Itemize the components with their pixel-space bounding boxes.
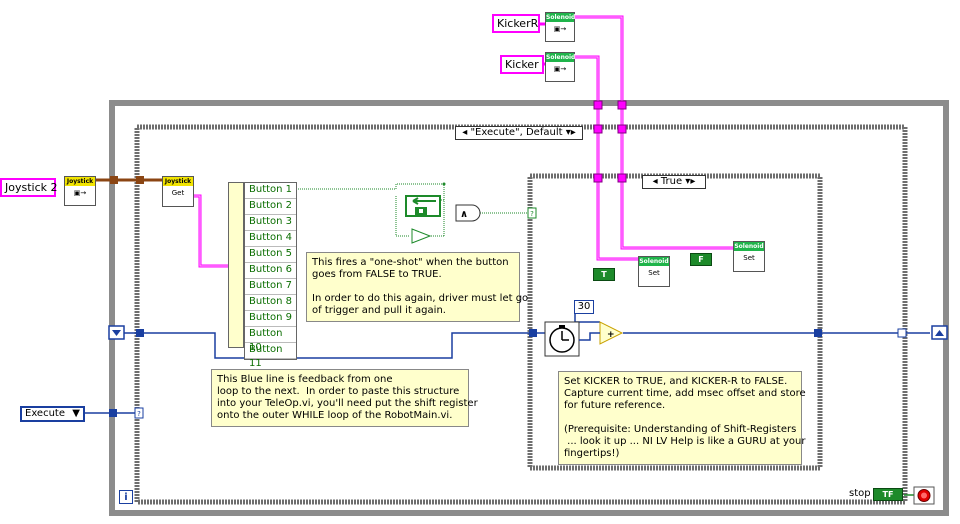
note-line: goes from FALSE to TRUE. — [312, 269, 442, 280]
refnum-tunnel — [593, 124, 603, 134]
shift-register-left — [108, 325, 125, 340]
false-constant[interactable]: F — [690, 253, 712, 266]
execute-value: Execute — [25, 408, 65, 419]
execute-enum-control[interactable]: Execute ▼ — [20, 406, 85, 422]
true-constant[interactable]: T — [593, 268, 615, 281]
dropdown-arrow-icon: ▾▸ — [565, 127, 576, 138]
solenoid-header: Solenoid — [734, 242, 764, 251]
solenoid-set-node-kicker[interactable]: Solenoid Set — [638, 256, 670, 287]
stop-tf-label: TF — [882, 490, 894, 499]
solenoid-refnum-node-kicker[interactable]: Solenoid ▣→ — [545, 52, 575, 82]
timer-icon — [544, 321, 580, 357]
note-line: fingertips!) — [564, 448, 620, 459]
refnum-tunnel — [617, 173, 627, 183]
joystick-header: Joystick — [65, 177, 95, 186]
refnum-tunnel — [593, 173, 603, 183]
svg-text:∧: ∧ — [460, 209, 468, 220]
note-line — [312, 281, 514, 293]
not-gate — [411, 228, 432, 244]
button-element-3: Button 3 — [245, 215, 296, 231]
note-line: ... look it up ... NI LV Help is like a … — [564, 436, 806, 447]
note-line: into your TeleOp.vi, you'll need put the… — [217, 398, 478, 409]
joystick-refnum-node[interactable]: Joystick ▣→ — [64, 176, 96, 206]
solenoid-header: Solenoid — [639, 257, 669, 266]
refnum-tunnel — [593, 100, 603, 110]
joystick-get-label: Get — [171, 189, 185, 197]
note-line: Set KICKER to TRUE, and KICKER-R to FALS… — [564, 376, 788, 387]
solenoid-refnum-node-kicker-r[interactable]: Solenoid ▣→ — [545, 12, 575, 42]
decrement-arrow-icon: ◂ — [462, 127, 468, 138]
button-element-2: Button 2 — [245, 199, 296, 215]
false-constant-label: F — [698, 255, 704, 264]
svg-text:+: + — [607, 330, 615, 340]
note-line: In order to do this again, driver must l… — [312, 293, 529, 304]
iteration-terminal-icon: i — [119, 490, 133, 504]
unbundle-node-edge — [228, 182, 244, 348]
msec-offset-constant[interactable]: 30 — [574, 300, 594, 314]
button-element-11: Button 11 — [245, 343, 296, 369]
refnum-tunnel — [617, 124, 627, 134]
solenoid-header: Solenoid — [546, 13, 576, 22]
button-element-9: Button 9 — [245, 311, 296, 327]
refnum-tunnel — [617, 100, 627, 110]
refnum-icon: ▣→ — [553, 65, 567, 73]
stop-terminal-icon — [913, 486, 935, 505]
decrement-arrow-icon: ◂ — [652, 176, 658, 187]
joystick2-control[interactable]: Joystick 2 — [0, 178, 58, 197]
inner-case-selector-terminal — [527, 207, 537, 219]
inner-case-selector[interactable]: ◂ True ▾▸ — [642, 175, 706, 189]
solenoid-set-label: Set — [743, 254, 755, 262]
button-element-10: Button 10 — [245, 327, 296, 353]
note-line: for future reference. — [564, 400, 666, 411]
note-line — [564, 412, 796, 424]
note-line: This fires a "one-shot" when the button — [312, 257, 509, 268]
shift-register-right — [931, 325, 948, 340]
outer-case-selector-terminal — [134, 407, 144, 419]
outer-case-selector[interactable]: ◂ "Execute", Default ▾▸ — [455, 126, 583, 140]
boolean-wires — [296, 183, 530, 237]
dropdown-arrow-icon: ▾▸ — [685, 176, 696, 187]
note-line: (Prerequisite: Understanding of Shift-Re… — [564, 424, 797, 435]
svg-text:?: ? — [137, 410, 141, 418]
stop-label: stop — [849, 488, 871, 499]
solenoid-header: Solenoid — [546, 53, 576, 62]
button-element-6: Button 6 — [245, 263, 296, 279]
true-constant-label: T — [601, 270, 607, 279]
button-element-5: Button 5 — [245, 247, 296, 263]
while-loop-border — [109, 100, 949, 516]
note-line: loop to the next. In order to paste this… — [217, 386, 460, 397]
and-gate — [455, 204, 481, 222]
kicker-note: Set KICKER to TRUE, and KICKER-R to FALS… — [558, 371, 806, 465]
note-line: Capture current time, add msec offset an… — [564, 388, 806, 399]
refnum-icon: ▣→ — [73, 189, 87, 197]
dropdown-arrow-icon: ▼ — [72, 408, 80, 419]
note-line: This Blue line is feedback from one — [217, 374, 393, 385]
kicker-r-control[interactable]: KickerR — [492, 14, 540, 33]
joystick-get-header: Joystick — [163, 177, 193, 186]
solenoid-set-label: Set — [648, 269, 660, 277]
button-element-7: Button 7 — [245, 279, 296, 295]
button-element-1: Button 1 — [245, 183, 296, 199]
inner-case-label: True — [660, 176, 683, 187]
svg-text:?: ? — [530, 210, 534, 218]
button-element-4: Button 4 — [245, 231, 296, 247]
joystick-get-node[interactable]: Joystick Get — [162, 176, 194, 207]
note-line: of trigger and pull it again. — [312, 305, 446, 316]
stop-tf-indicator[interactable]: TF — [873, 488, 903, 501]
kicker-control[interactable]: Kicker — [500, 55, 544, 74]
button-element-8: Button 8 — [245, 295, 296, 311]
solenoid-set-node-kicker-r[interactable]: Solenoid Set — [733, 241, 765, 272]
note-line: onto the outer WHILE loop of the RobotMa… — [217, 410, 453, 421]
refnum-icon: ▣→ — [553, 25, 567, 33]
outer-case-label: "Execute", Default — [470, 127, 563, 138]
